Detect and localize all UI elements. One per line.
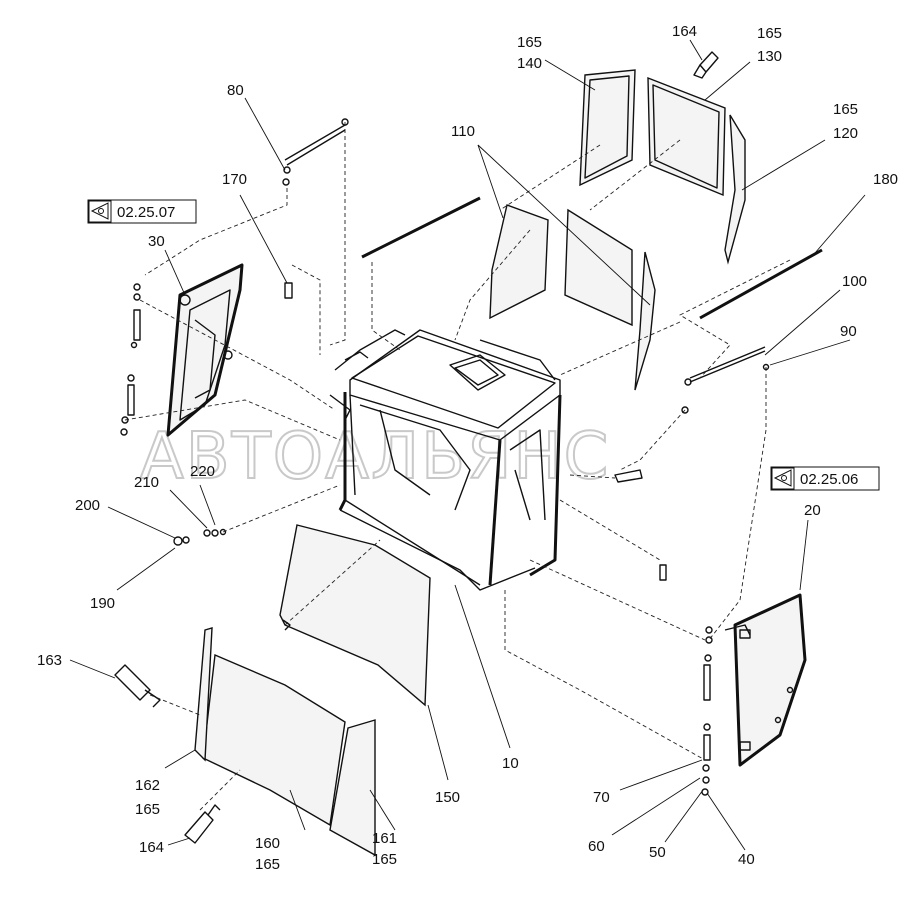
right-door-20 [724, 593, 807, 767]
label-70: 70 [593, 789, 610, 806]
label-150: 150 [435, 789, 460, 806]
label-20: 20 [804, 502, 821, 519]
right-door-hinges [701, 626, 713, 796]
label-162: 162 [135, 777, 160, 794]
sealant-cartridge-163-icon [114, 664, 161, 708]
label-120: 120 [833, 125, 858, 142]
label-170: 170 [222, 171, 247, 188]
lower-glass-160 [202, 653, 346, 827]
assembly-lines [124, 122, 791, 811]
label-165-right: 165 [833, 101, 858, 118]
label-161: 161 [372, 830, 397, 847]
view-eye-icon [88, 200, 112, 223]
pin-right [659, 564, 667, 581]
glass-110-mid [564, 208, 633, 327]
sealant-cartridge-icon [693, 51, 719, 79]
label-210: 210 [134, 474, 159, 491]
leader-lines [69, 39, 866, 851]
label-140: 140 [517, 55, 542, 72]
reference-label-right: 02.25.06 [800, 471, 858, 488]
windshield-150 [279, 524, 431, 707]
left-door-30 [166, 263, 244, 437]
label-164-top: 164 [672, 23, 697, 40]
reference-box-left[interactable]: 02.25.07 [87, 199, 197, 224]
side-glass-120 [724, 114, 746, 265]
roof-glass-140 [579, 69, 636, 187]
part-labels: 164 165 130 165 140 165 120 80 110 170 1… [37, 23, 898, 873]
glass-162 [194, 627, 213, 762]
pin-170 [284, 282, 293, 299]
seal-strip-top [361, 196, 481, 259]
label-165-top-left: 165 [517, 34, 542, 51]
glass-161 [329, 719, 376, 857]
fittings-190-220 [173, 528, 227, 546]
label-40: 40 [738, 851, 755, 868]
cab-frame [329, 329, 562, 591]
label-30: 30 [148, 233, 165, 250]
label-165-bottom-mid: 165 [255, 856, 280, 873]
label-165-bottom-left: 165 [135, 801, 160, 818]
label-90: 90 [840, 323, 857, 340]
label-163: 163 [37, 652, 62, 669]
reference-label-left: 02.25.07 [117, 204, 175, 221]
label-110: 110 [451, 123, 475, 140]
label-190: 190 [90, 595, 115, 612]
glass-110-side [634, 251, 656, 391]
watermark: АВТОАЛЬЯНС [140, 420, 610, 494]
glass-110-left [489, 204, 549, 320]
label-165-bottom-right: 165 [372, 851, 397, 868]
latch-hardware [614, 469, 643, 483]
label-60: 60 [588, 838, 605, 855]
sealant-cartridge-164-icon [184, 804, 221, 844]
label-10: 10 [502, 755, 519, 772]
label-130: 130 [757, 48, 782, 65]
reference-box-right[interactable]: 02.25.06 [770, 466, 880, 491]
label-100: 100 [842, 273, 867, 290]
label-164-bottom: 164 [139, 839, 164, 856]
gas-strut-100 [689, 346, 766, 383]
rear-glass-130 [647, 76, 726, 197]
label-50: 50 [649, 844, 666, 861]
seal-strip-180 [699, 248, 823, 320]
left-door-hinges [120, 283, 141, 436]
label-80: 80 [227, 82, 244, 99]
label-200: 200 [75, 497, 100, 514]
label-165-top-right: 165 [757, 25, 782, 42]
gas-strut-80 [284, 124, 346, 166]
label-180: 180 [873, 171, 898, 188]
label-160: 160 [255, 835, 280, 852]
label-220: 220 [190, 463, 215, 480]
view-eye-icon [771, 467, 795, 490]
